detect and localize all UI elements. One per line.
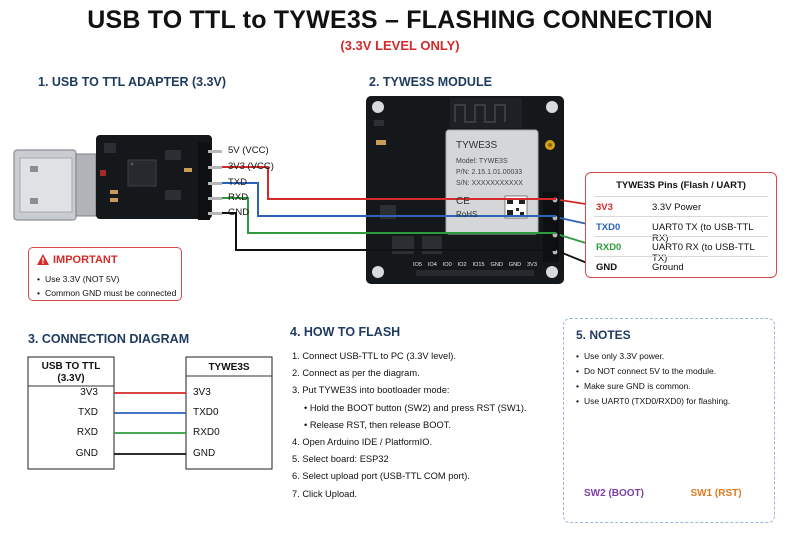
- diagram-right-pin: TXD0: [193, 407, 219, 418]
- page-subtitle: (3.3V LEVEL ONLY): [340, 38, 460, 53]
- pin-name: TXD0: [596, 222, 621, 233]
- pin-table: TYWE3S Pins (Flash / UART) 3V3 3.3V Powe…: [585, 172, 777, 278]
- diagram-left-header: USB TO TTL (3.3V): [41, 361, 101, 384]
- shield-name: TYWE3S: [456, 140, 498, 151]
- adapter-pin-rxd: RXD: [228, 192, 249, 203]
- note-item: Do NOT connect 5V to the module.: [576, 364, 730, 379]
- tywe3s-board: [366, 96, 564, 284]
- notes-box: 5. NOTES Use only 3.3V power. Do NOT con…: [563, 318, 775, 523]
- bottom-pin-label: IO2: [457, 262, 467, 268]
- adapter-pin-5v: 5V (VCC): [228, 145, 269, 156]
- module-bottom-pins: IO5 IO4 IO0 IO2 IO15 GND GND 3V3: [413, 262, 537, 268]
- sw2-label: SW2 (BOOT): [584, 488, 644, 499]
- adapter-pin-3v3: 3V3 (VCC): [228, 161, 274, 172]
- bottom-pin-label: IO5: [413, 262, 423, 268]
- pin-function: UART0 RX (to USB-TTL TX): [652, 242, 755, 264]
- shield-model: Model: TYWE3S: [456, 158, 508, 165]
- bottom-pin-label: IO0: [442, 262, 452, 268]
- shield-sn: S/N: XXXXXXXXXXX: [456, 180, 523, 187]
- note-item: Use only 3.3V power.: [576, 349, 730, 364]
- important-item: Use 3.3V (NOT 5V): [37, 272, 176, 286]
- flash-step: 1. Connect USB-TTL to PC (3.3V level).: [292, 351, 456, 361]
- pin-table-row: TXD0 UART0 TX (to USB-TTL RX): [594, 216, 768, 244]
- flash-substep: • Hold the BOOT button (SW2) and press R…: [304, 402, 527, 413]
- notes-heading: 5. NOTES: [576, 328, 631, 342]
- pin-table-row: GND Ground: [594, 256, 768, 277]
- adapter-pin-txd: TXD: [228, 177, 247, 188]
- diagram-left-pin: GND: [75, 448, 98, 459]
- bottom-pin-label: IO4: [427, 262, 437, 268]
- sw1-label: SW1 (RST): [690, 488, 742, 499]
- module-heading: 2. TYWE3S MODULE: [369, 75, 492, 89]
- important-list: Use 3.3V (NOT 5V) Common GND must be con…: [37, 272, 176, 300]
- adapter-pin-gnd: GND: [228, 207, 250, 218]
- bottom-pin-label: GND: [508, 262, 522, 268]
- shield-ce-mark: CE: [456, 196, 470, 207]
- pin-name: 3V3: [596, 202, 613, 213]
- diagram-left-pin: RXD: [76, 427, 98, 438]
- connection-diagram-heading: 3. CONNECTION DIAGRAM: [28, 332, 190, 346]
- pin-table-row: RXD0 UART0 RX (to USB-TTL TX): [594, 236, 768, 264]
- flash-steps: 1. Connect USB-TTL to PC (3.3V level). 2…: [292, 348, 527, 503]
- flash-step: 6. Select upload port (USB-TTL COM port)…: [292, 471, 470, 482]
- how-to-flash-heading: 4. HOW TO FLASH: [290, 325, 401, 339]
- page-title: USB TO TTL to TYWE3S – FLASHING CONNECTI…: [87, 6, 713, 34]
- note-item: Make sure GND is common.: [576, 379, 730, 394]
- diagram-right-pin: RXD0: [193, 427, 220, 438]
- important-title: IMPORTANT: [53, 254, 118, 266]
- adapter-heading: 1. USB TO TTL ADAPTER (3.3V): [38, 75, 226, 89]
- shield-pn: P/N: 2.15.1.01.00033: [456, 169, 523, 176]
- flash-step: 4. Open Arduino IDE / PlatformIO.: [292, 437, 433, 448]
- important-item: Common GND must be connected: [37, 286, 176, 300]
- flash-step: 2. Connect as per the diagram.: [292, 368, 420, 379]
- flash-substep: • Release RST, then release BOOT.: [304, 419, 451, 430]
- adapter-board: [96, 135, 222, 220]
- bottom-pin-label: IO15: [472, 262, 485, 268]
- connection-diagram-graphic: [27, 356, 273, 470]
- usb-plug: [13, 149, 97, 221]
- diagram-right-pin: 3V3: [193, 387, 211, 398]
- diagram-left-pin: TXD: [78, 407, 98, 418]
- warning-icon: [37, 254, 49, 265]
- pin-function: 3.3V Power: [652, 202, 702, 213]
- note-item: Use UART0 (TXD0/RXD0) for flashing.: [576, 394, 730, 409]
- bottom-pin-label: GND: [490, 262, 503, 268]
- pin-function: UART0 TX (to USB-TTL RX): [652, 222, 754, 244]
- flash-step: 5. Select board: ESP32: [292, 454, 389, 465]
- pin-table-row: 3V3 3.3V Power: [594, 196, 768, 217]
- flash-step: 7. Click Upload.: [292, 488, 358, 499]
- diagram-right-header: TYWE3S: [208, 362, 250, 373]
- flash-step: 3. Put TYWE3S into bootloader mode:: [292, 385, 450, 396]
- notes-list: Use only 3.3V power. Do NOT connect 5V t…: [576, 349, 730, 409]
- bottom-pin-label: 3V3: [527, 262, 537, 268]
- pin-name: GND: [596, 262, 618, 273]
- pin-name: RXD0: [596, 242, 622, 253]
- diagram-right-pin: GND: [193, 448, 216, 459]
- pin-table-title: TYWE3S Pins (Flash / UART): [616, 180, 746, 191]
- diagram-left-pin: 3V3: [80, 387, 98, 398]
- important-box: IMPORTANT Use 3.3V (NOT 5V) Common GND m…: [28, 247, 182, 301]
- shield-rohs: RoHS: [456, 210, 478, 219]
- wires: [222, 166, 556, 251]
- pin-function: Ground: [652, 262, 684, 273]
